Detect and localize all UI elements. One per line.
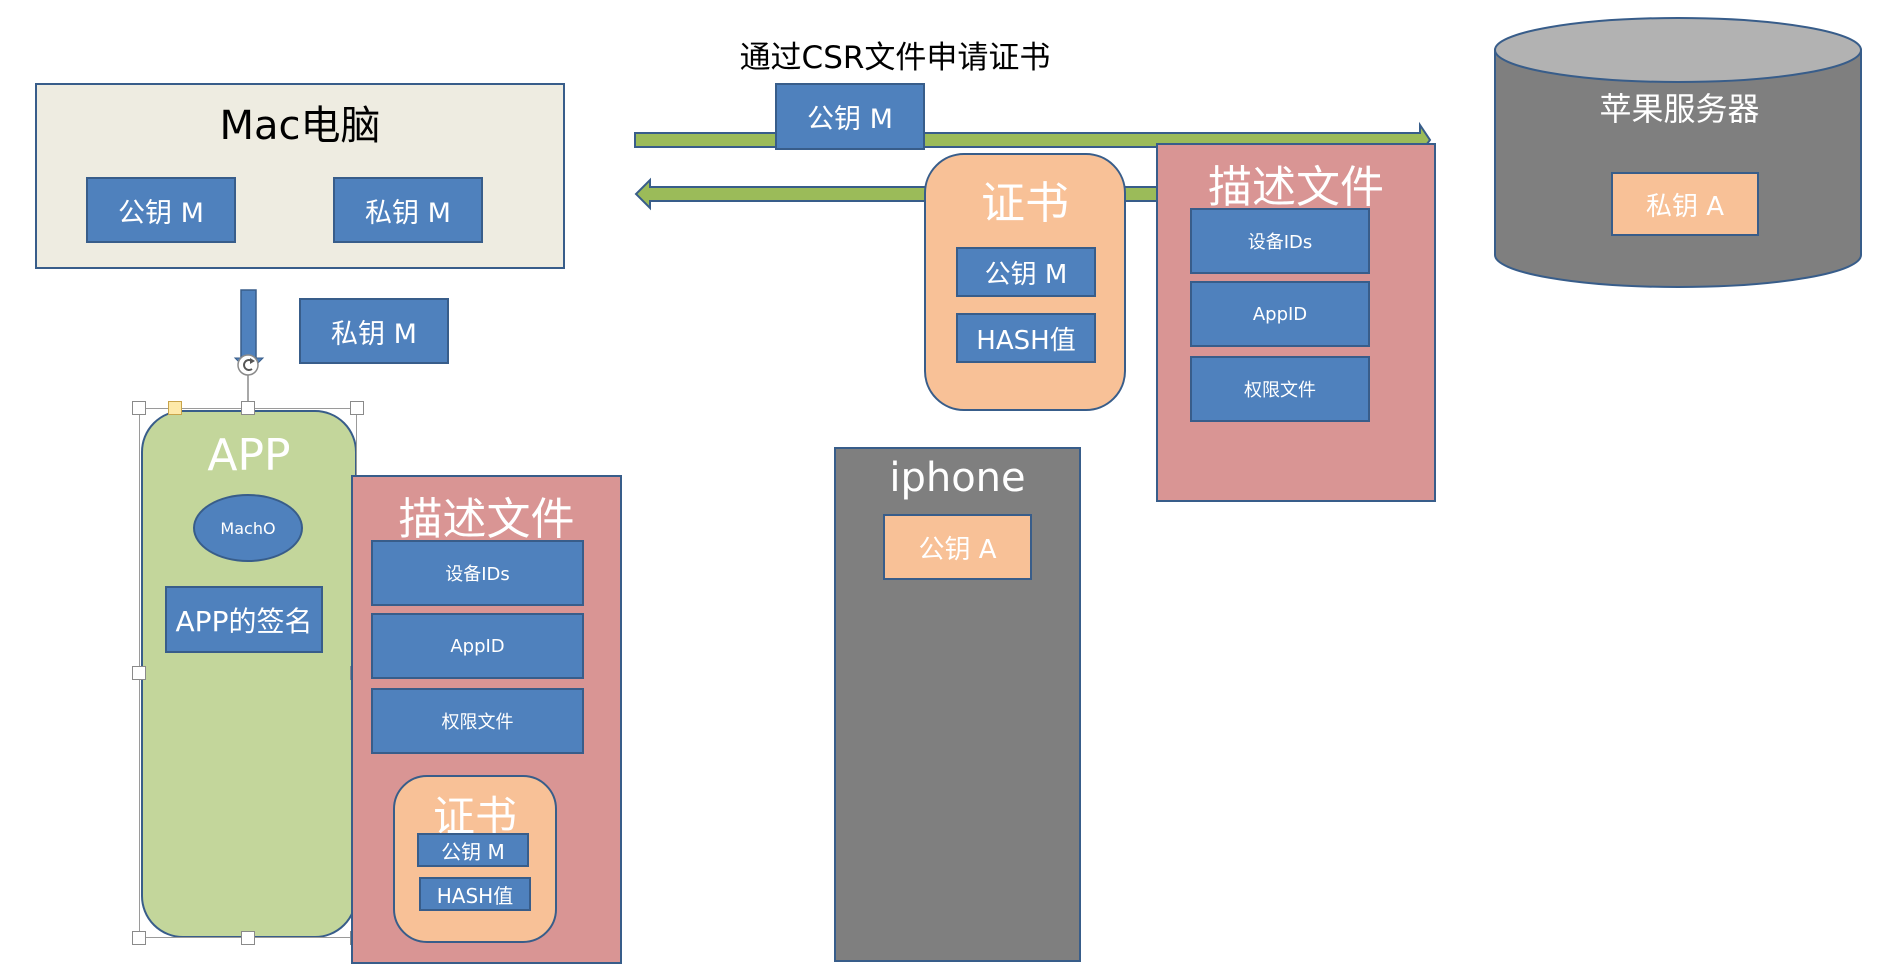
resize-handle-top-left[interactable] [132, 401, 146, 415]
profile-top-item-entitlements: 权限文件 [1190, 356, 1370, 422]
iphone-device: iphone 公钥 A [834, 447, 1081, 962]
profile-top-item-device-ids: 设备IDs [1190, 208, 1370, 274]
resize-handle-left[interactable] [132, 666, 146, 680]
adjust-handle-corner-radius[interactable] [168, 401, 182, 415]
mac-computer-title: Mac电脑 [219, 103, 381, 149]
apple-server-title: 苹果服务器 [1599, 90, 1760, 128]
profile-bottom: 描述文件 设备IDs AppID 权限文件 证书 公钥 M HASH值 [351, 475, 622, 964]
floating-private-key-m: 私钥 M [299, 298, 449, 364]
resize-handle-bottom-left[interactable] [132, 931, 146, 945]
profile-bottom-item-appid: AppID [371, 613, 584, 679]
resize-handle-top[interactable] [241, 401, 255, 415]
app-title: APP [207, 430, 291, 481]
app-signature: APP的签名 [165, 586, 323, 653]
mac-public-key-m: 公钥 M [86, 177, 236, 243]
resize-handle-top-right[interactable] [350, 401, 364, 415]
profile-bottom-item-device-ids: 设备IDs [371, 540, 584, 606]
apple-server-cylinder [1494, 17, 1862, 288]
iphone-public-key-a: 公钥 A [883, 514, 1032, 580]
certificate-top: 证书 公钥 M HASH值 [924, 153, 1126, 411]
profile-bottom-title: 描述文件 [398, 494, 575, 545]
mac-private-key-m: 私钥 M [333, 177, 483, 243]
profile-top-title: 描述文件 [1208, 162, 1384, 213]
mac-computer-box: Mac电脑 公钥 M 私钥 M [35, 83, 565, 269]
certificate-top-hash: HASH值 [956, 313, 1096, 363]
certificate-bottom: 证书 公钥 M HASH值 [393, 775, 557, 943]
cylinder-body [1494, 49, 1862, 288]
profile-bottom-item-entitlements: 权限文件 [371, 688, 584, 754]
selection-frame [139, 408, 357, 938]
certificate-top-title: 证书 [981, 178, 1069, 229]
certificate-bottom-hash: HASH值 [419, 877, 531, 911]
cylinder-top [1494, 17, 1862, 83]
server-private-key-a: 私钥 A [1611, 172, 1759, 236]
certificate-bottom-public-key: 公钥 M [417, 833, 529, 867]
resize-handle-bottom[interactable] [241, 931, 255, 945]
profile-top-item-appid: AppID [1190, 281, 1370, 347]
rotate-handle-icon[interactable] [235, 352, 265, 412]
certificate-top-public-key: 公钥 M [956, 247, 1096, 297]
macho-ellipse: MachO [193, 494, 303, 562]
csr-request-caption: 通过CSR文件申请证书 [739, 40, 1051, 76]
down-arrow-shaft [240, 289, 257, 361]
certificate-bottom-title: 证书 [432, 792, 517, 841]
profile-top: 描述文件 设备IDs AppID 权限文件 [1156, 143, 1436, 502]
iphone-title: iphone [889, 455, 1026, 501]
arrow-public-key-m: 公钥 M [775, 83, 925, 150]
